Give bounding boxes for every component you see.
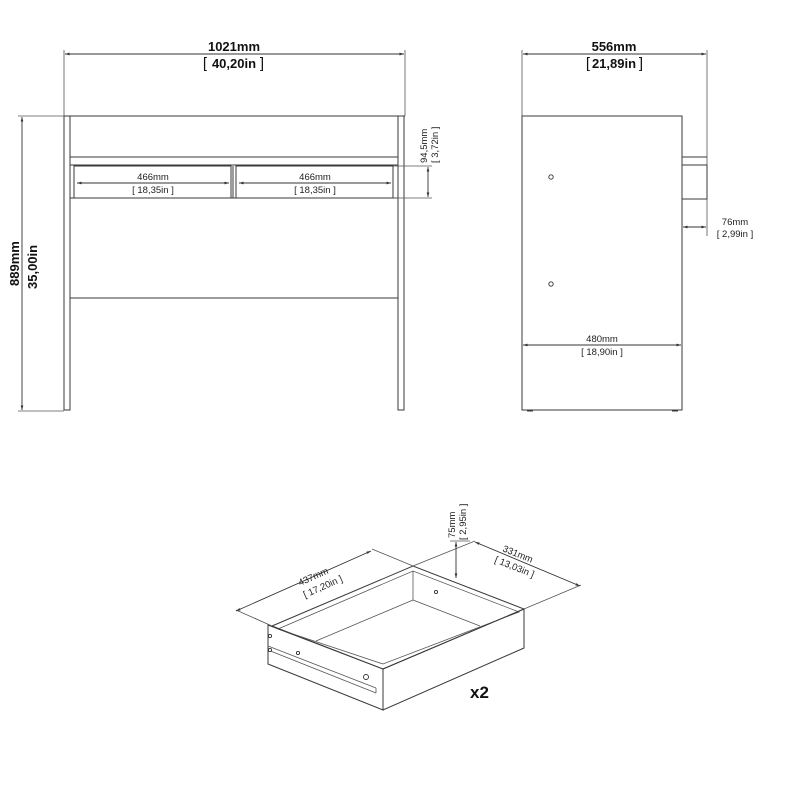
- runner-bottom: [267, 649, 377, 694]
- drawer-left-in-label: [ 18,35in ]: [132, 185, 174, 196]
- protrusion-in-label: [ 2,99in ]: [717, 229, 753, 240]
- side-panel: [521, 115, 683, 411]
- right-leg: [397, 115, 405, 411]
- side-view: 556mm 21,89in [ ] 76mm [ 2,99in ] 480mm …: [521, 39, 753, 412]
- height-mm-label: 889mm: [7, 241, 22, 286]
- drawer-height-in-label: [ 2,95in ]: [458, 504, 469, 540]
- drawer-isometric-view: 437mm [ 17,20in ] 331mm [ 13,03in ] 75mm…: [235, 504, 582, 711]
- runner-top: [267, 645, 377, 689]
- drawer-left-mm-label: 466mm: [137, 172, 169, 183]
- inner-floor-left: [315, 599, 414, 642]
- protrusion-mm-label: 76mm: [722, 217, 748, 228]
- width-ext-back: [412, 540, 476, 567]
- length-ext-back: [371, 548, 414, 567]
- drawer-front-left: [73, 165, 232, 199]
- bracket-close: ]: [639, 55, 643, 72]
- width-dimension-line: [474, 541, 581, 587]
- depth-in-label: 21,89in: [592, 56, 636, 71]
- drawer-height-mm-label: 75mm: [447, 512, 458, 538]
- screw-hole-icon: [363, 674, 369, 680]
- length-ext-front: [235, 609, 273, 627]
- drawer-side-face: [267, 624, 384, 711]
- depth-mm-label: 556mm: [592, 39, 637, 54]
- drawer-right-mm-label: 466mm: [299, 172, 331, 183]
- length-dimension-line: [235, 550, 372, 612]
- drawer-front-face: [382, 608, 525, 711]
- inner-depth-in-label: [ 18,90in ]: [581, 347, 623, 358]
- drawer-front-right: [235, 165, 394, 199]
- drawer-right-in-label: [ 18,35in ]: [294, 185, 336, 196]
- cam-hole-icon: [548, 281, 554, 287]
- inner-floor-right: [412, 599, 481, 627]
- screw-hole-icon: [267, 633, 273, 639]
- screw-hole-icon: [267, 647, 273, 653]
- drawer-side-front: [681, 164, 708, 200]
- front-view: 1021mm 40,20in [ ] 466mm [ 18,35in ] 466…: [7, 39, 441, 412]
- inner-depth-mm-label: 480mm: [586, 334, 618, 345]
- drawer-height-mm-label: 94,5mm: [419, 129, 430, 163]
- width-in-label: 40,20in: [212, 56, 256, 71]
- drawer-height-in-label: [ 3,72in ]: [430, 127, 441, 163]
- bracket-open: [: [586, 55, 591, 72]
- cam-hole-icon: [548, 174, 554, 180]
- width-mm-label: 1021mm: [208, 39, 260, 54]
- quantity-label: x2: [470, 683, 489, 702]
- height-in-label: 35,00in: [25, 245, 40, 289]
- screw-hole-icon: [433, 589, 439, 595]
- bracket-open: [: [203, 55, 208, 72]
- width-ext-front: [523, 584, 582, 610]
- screw-hole-icon: [295, 650, 301, 656]
- left-leg: [63, 115, 71, 411]
- bracket-close: ]: [260, 55, 264, 72]
